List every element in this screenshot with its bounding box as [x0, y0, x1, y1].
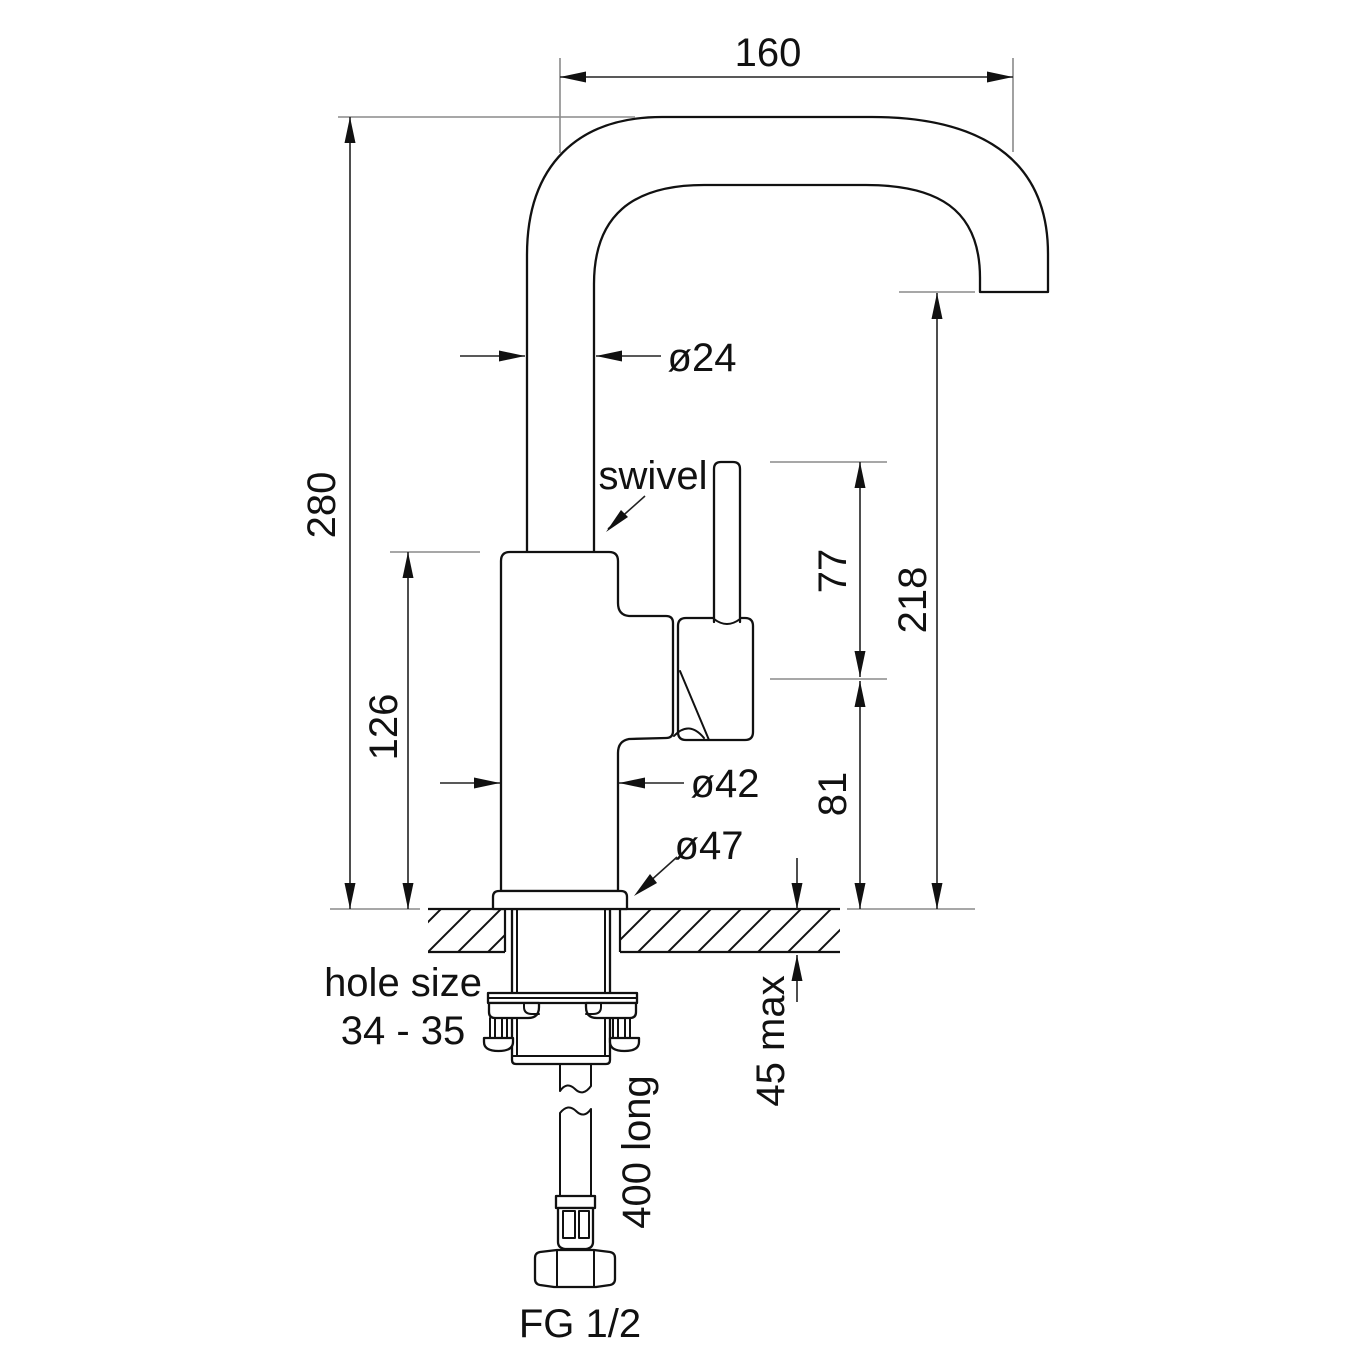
hose-crimp-slots [562, 1210, 590, 1239]
arrowhead [344, 117, 356, 143]
dim-spout-reach-label: 160 [735, 31, 802, 75]
arrowhead [854, 681, 866, 707]
dim-body-height-label: 126 [362, 694, 406, 761]
arrowhead [854, 462, 866, 488]
mounting-shank [510, 907, 612, 1066]
benchtop-slab-right [620, 909, 840, 952]
spout [525, 115, 1050, 556]
arrowhead [499, 350, 525, 362]
stud-foot-right [608, 1036, 641, 1053]
clamp-block-left-lip [523, 1002, 540, 1015]
arrowhead [987, 71, 1013, 83]
dim-pivot-height-label: 81 [811, 772, 855, 817]
connection-nut [533, 1248, 617, 1289]
arrowhead [596, 350, 622, 362]
arrowhead [791, 883, 803, 909]
mounting-shank-threads [511, 908, 611, 1057]
tap-body [499, 550, 675, 893]
hole-size-range-label: 34 - 35 [341, 1009, 466, 1053]
arrowhead [619, 777, 645, 789]
dimension-lines [330, 58, 1014, 1002]
handle-base [676, 616, 755, 742]
dim-spout-diameter-label: ø24 [668, 336, 737, 380]
hose-ferrule [554, 1194, 597, 1210]
handle-pivot-detail [673, 670, 710, 741]
handle-lever [712, 460, 742, 624]
clamp-block-left [487, 1001, 541, 1020]
dim-outlet-height-label: 218 [891, 567, 935, 634]
arrowhead [402, 552, 414, 578]
leader-arrowhead-flange [634, 874, 657, 896]
arrowhead [931, 883, 943, 909]
dimension-labels: 160 ø24 swivel 280 126 77 81 218 ø42 ø47… [300, 31, 935, 1346]
arrowhead [931, 293, 943, 319]
benchtop-slab-left [428, 909, 505, 952]
hole-size-label: hole size [324, 961, 482, 1005]
arrowhead [854, 651, 866, 677]
benchtop-outline [428, 907, 840, 954]
extension-lines [330, 58, 1014, 910]
arrowhead [474, 777, 500, 789]
connection-size-label: FG 1/2 [519, 1302, 641, 1346]
leader-arrowhead-swivel [606, 510, 628, 532]
dim-bench-thickness-label: 45 max [749, 975, 793, 1106]
dim-flange-diameter-label: ø47 [675, 824, 744, 868]
dim-body-diameter-label: ø42 [691, 762, 760, 806]
arrowhead [560, 71, 586, 83]
handle-lever-joint [713, 618, 741, 625]
clamp-block-right [584, 1001, 638, 1020]
installation-assembly [428, 907, 840, 1289]
fixing-studs [489, 1017, 631, 1039]
arrowhead [344, 883, 356, 909]
dim-overall-height-label: 280 [300, 472, 344, 539]
base-flange [491, 889, 629, 911]
arrowhead [402, 883, 414, 909]
arrowhead [791, 955, 803, 981]
dim-handle-height-label: 77 [811, 549, 855, 594]
stud-foot-left [482, 1036, 515, 1053]
hose-length-label: 400 long [615, 1075, 659, 1228]
supply-hose-upper [559, 1063, 592, 1094]
arrowhead [854, 883, 866, 909]
tap-outline [491, 115, 1050, 911]
supply-hose-lower [559, 1106, 592, 1197]
connection-nut-facets [556, 1249, 595, 1288]
clamp-block-right-lip [585, 1002, 602, 1015]
swivel-note-label: swivel [599, 454, 708, 498]
